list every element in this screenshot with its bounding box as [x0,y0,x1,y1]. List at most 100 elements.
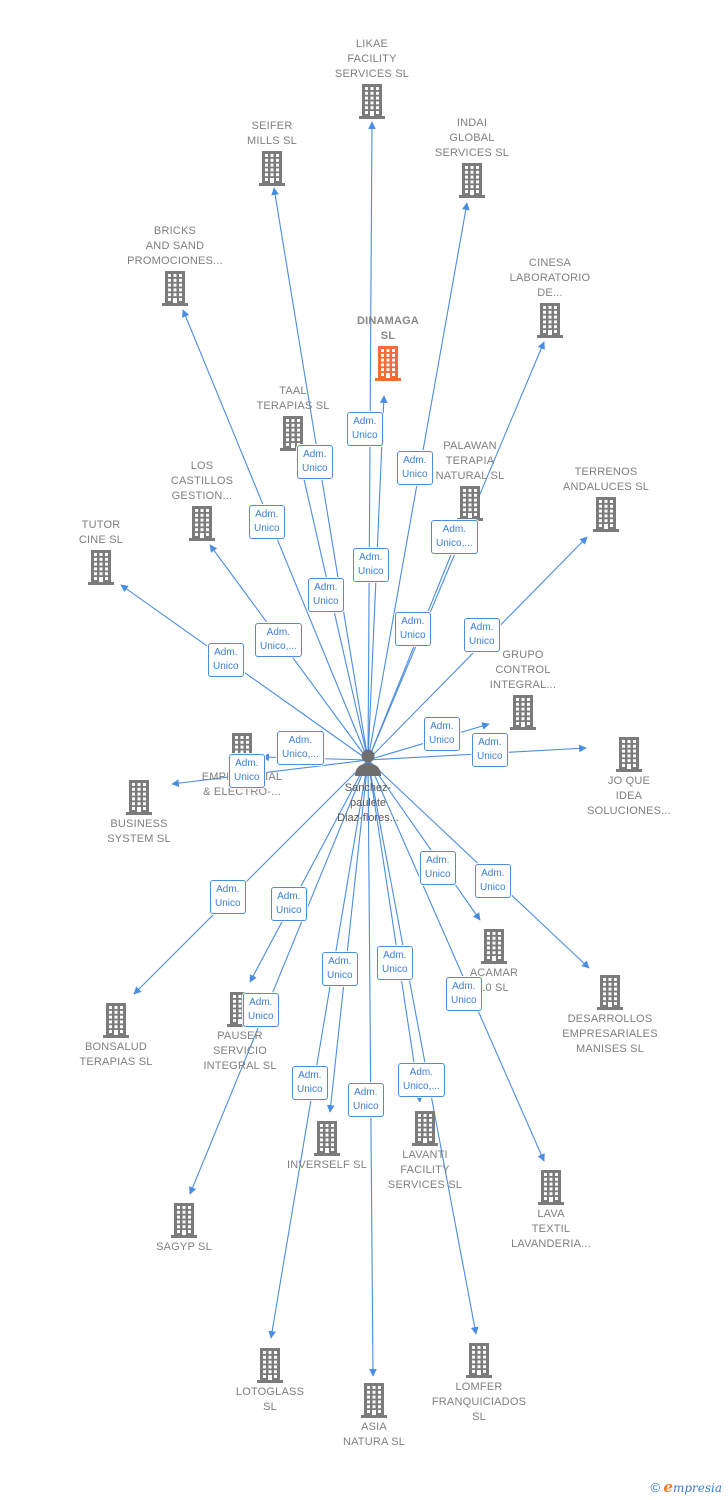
company-label: LOTOGLASS SL [235,1386,305,1413]
building-icon [459,163,485,198]
role-label-lava[interactable]: Adm. Unico [446,977,482,1011]
brand-initial: e [663,1478,673,1496]
company-node-bricks[interactable]: BRICKS AND SAND PROMOCIONES... [110,224,240,306]
role-label-castillos[interactable]: Adm. Unico [249,505,285,539]
edge-tutor [120,584,369,761]
company-node-pauser[interactable]: PAUSER SERVICIO INTEGRAL SL [175,991,305,1074]
role-label-dinamaga[interactable]: Adm. Unico [347,412,383,446]
person-icon [355,749,381,776]
role-label-bonsalud[interactable]: Adm. Unico [210,880,246,914]
company-label: LAVANTI FACILITY SERVICES SL [387,1149,463,1191]
role-label-grupo[interactable]: Adm. Unico [424,717,460,751]
company-node-asia[interactable]: ASIA NATURA SL [309,1382,439,1450]
center-person[interactable]: Sanchez- paulete Diaz-flores... [313,747,423,826]
company-label: INDAI GLOBAL SERVICES SL [434,117,510,159]
role-label-sagyp[interactable]: Adm. Unico [243,993,279,1027]
role-label-palawan[interactable]: Adm. Unico [397,451,433,485]
brand-name: mpresia [672,1481,722,1495]
building-icon [593,497,619,532]
building-highlight-icon [375,346,401,381]
company-label: CINESA LABORATORIO DE... [509,257,591,299]
company-node-acamar[interactable]: ACAMAR 10 SL [429,928,559,996]
company-label: JO QUE IDEA SOLUCIONES... [587,775,671,817]
company-node-tutor[interactable]: TUTOR CINE SL [36,518,166,585]
building-icon [162,271,188,306]
company-label: PAUSER SERVICIO INTEGRAL SL [203,1030,277,1072]
role-label-seifer[interactable]: Adm. Unico [308,578,344,612]
company-label: LIKAE FACILITY SERVICES SL [334,38,410,80]
company-node-lava[interactable]: LAVA TEXTIL LAVANDERIA... [486,1169,616,1252]
building-icon [259,151,285,186]
building-icon [597,975,623,1010]
company-node-likae[interactable]: LIKAE FACILITY SERVICES SL [307,37,437,119]
company-node-indai[interactable]: INDAI GLOBAL SERVICES SL [407,116,537,198]
edge-lava [367,759,545,1162]
role-label-bricks[interactable]: Adm. Unico,... [255,623,302,657]
company-label: LAVA TEXTIL LAVANDERIA... [511,1208,591,1250]
company-label: BONSALUD TERAPIAS SL [79,1041,153,1068]
role-label-lavanti[interactable]: Adm. Unico [348,1083,384,1117]
company-node-inverself[interactable]: INVERSELF SL [262,1120,392,1173]
role-label-asia[interactable]: Adm. Unico [377,946,413,980]
company-label: ACAMAR 10 SL [469,967,519,994]
company-label: BUSINESS SYSTEM SL [107,818,171,845]
company-node-joque[interactable]: JO QUE IDEA SOLUCIONES... [564,736,694,819]
building-icon [126,780,152,815]
company-node-lavanti[interactable]: LAVANTI FACILITY SERVICES SL [360,1110,490,1193]
company-label: LOMFER FRANQUICIADOS SL [431,1381,527,1423]
company-node-castillos[interactable]: LOS CASTILLOS GESTION... [137,459,267,541]
edge-asia [367,759,377,1377]
company-label: SEIFER MILLS SL [247,120,297,147]
company-label: LOS CASTILLOS GESTION... [170,460,234,502]
company-node-lotoglass[interactable]: LOTOGLASS SL [205,1347,335,1415]
company-label: BRICKS AND SAND PROMOCIONES... [127,225,223,267]
role-label-tutor[interactable]: Adm. Unico [208,643,244,677]
company-node-lomfer[interactable]: LOMFER FRANQUICIADOS SL [414,1342,544,1425]
edge-lavanti [367,759,423,1103]
edge-acamar [367,759,481,921]
company-node-terrenos[interactable]: TERRENOS ANDALUCES SL [541,465,671,532]
company-label: DINAMAGA SL [356,315,420,342]
role-label-pauser[interactable]: Adm. Unico [271,887,307,921]
role-label-palawan[interactable]: Adm. Unico,... [431,520,478,554]
role-label-joque[interactable]: Adm. Unico [472,733,508,767]
role-label-indai[interactable]: Adm. Unico [395,612,431,646]
company-node-palawan[interactable]: PALAWAN TERAPIA NATURAL SL [405,439,535,521]
footer-brand: © empresia [650,1478,722,1496]
role-label-taal[interactable]: Adm. Unico [297,445,333,479]
company-node-cinesa[interactable]: CINESA LABORATORIO DE... [485,256,615,338]
company-node-desarrollos[interactable]: DESARROLLOS EMPRESARIALES MANISES SL [545,974,675,1057]
role-label-likae[interactable]: Adm. Unico [353,548,389,582]
company-label: GRUPO CONTROL INTEGRAL... [489,649,557,691]
role-label-empresarial[interactable]: Adm. Unico,... [277,731,324,765]
role-label-terrenos[interactable]: Adm. Unico [464,618,500,652]
company-node-bonsalud[interactable]: BONSALUD TERAPIAS SL [51,1002,181,1070]
building-icon [314,1121,340,1156]
building-icon [88,550,114,585]
company-node-taal[interactable]: TAAL TERAPIAS SL [228,384,358,451]
edge-sagyp [189,759,369,1195]
role-label-lotoglass[interactable]: Adm. Unico [322,952,358,986]
company-label: DESARROLLOS EMPRESARIALES MANISES SL [562,1013,658,1055]
building-icon [189,506,215,541]
company-node-dinamaga[interactable]: DINAMAGA SL [323,314,453,381]
building-icon [481,929,507,964]
role-label-acamar[interactable]: Adm. Unico [420,851,456,885]
edge-pauser [249,759,369,983]
company-label: INVERSELF SL [286,1159,368,1171]
edge-lotoglass [268,759,369,1339]
building-icon [361,1383,387,1418]
building-icon [280,416,306,451]
role-label-desarrollos[interactable]: Adm. Unico [475,864,511,898]
building-icon [103,1003,129,1038]
company-node-business[interactable]: BUSINESS SYSTEM SL [74,779,204,847]
role-label-business[interactable]: Adm. Unico [229,754,265,788]
company-label: SAGYP SL [156,1241,212,1253]
company-node-sagyp[interactable]: SAGYP SL [119,1202,249,1255]
edge-bonsalud [133,759,369,995]
company-node-seifer[interactable]: SEIFER MILLS SL [207,119,337,186]
role-label-lomfer[interactable]: Adm. Unico,... [398,1063,445,1097]
edge-lomfer [367,759,479,1335]
company-node-grupo[interactable]: GRUPO CONTROL INTEGRAL... [458,648,588,730]
role-label-inverself[interactable]: Adm. Unico [292,1066,328,1100]
